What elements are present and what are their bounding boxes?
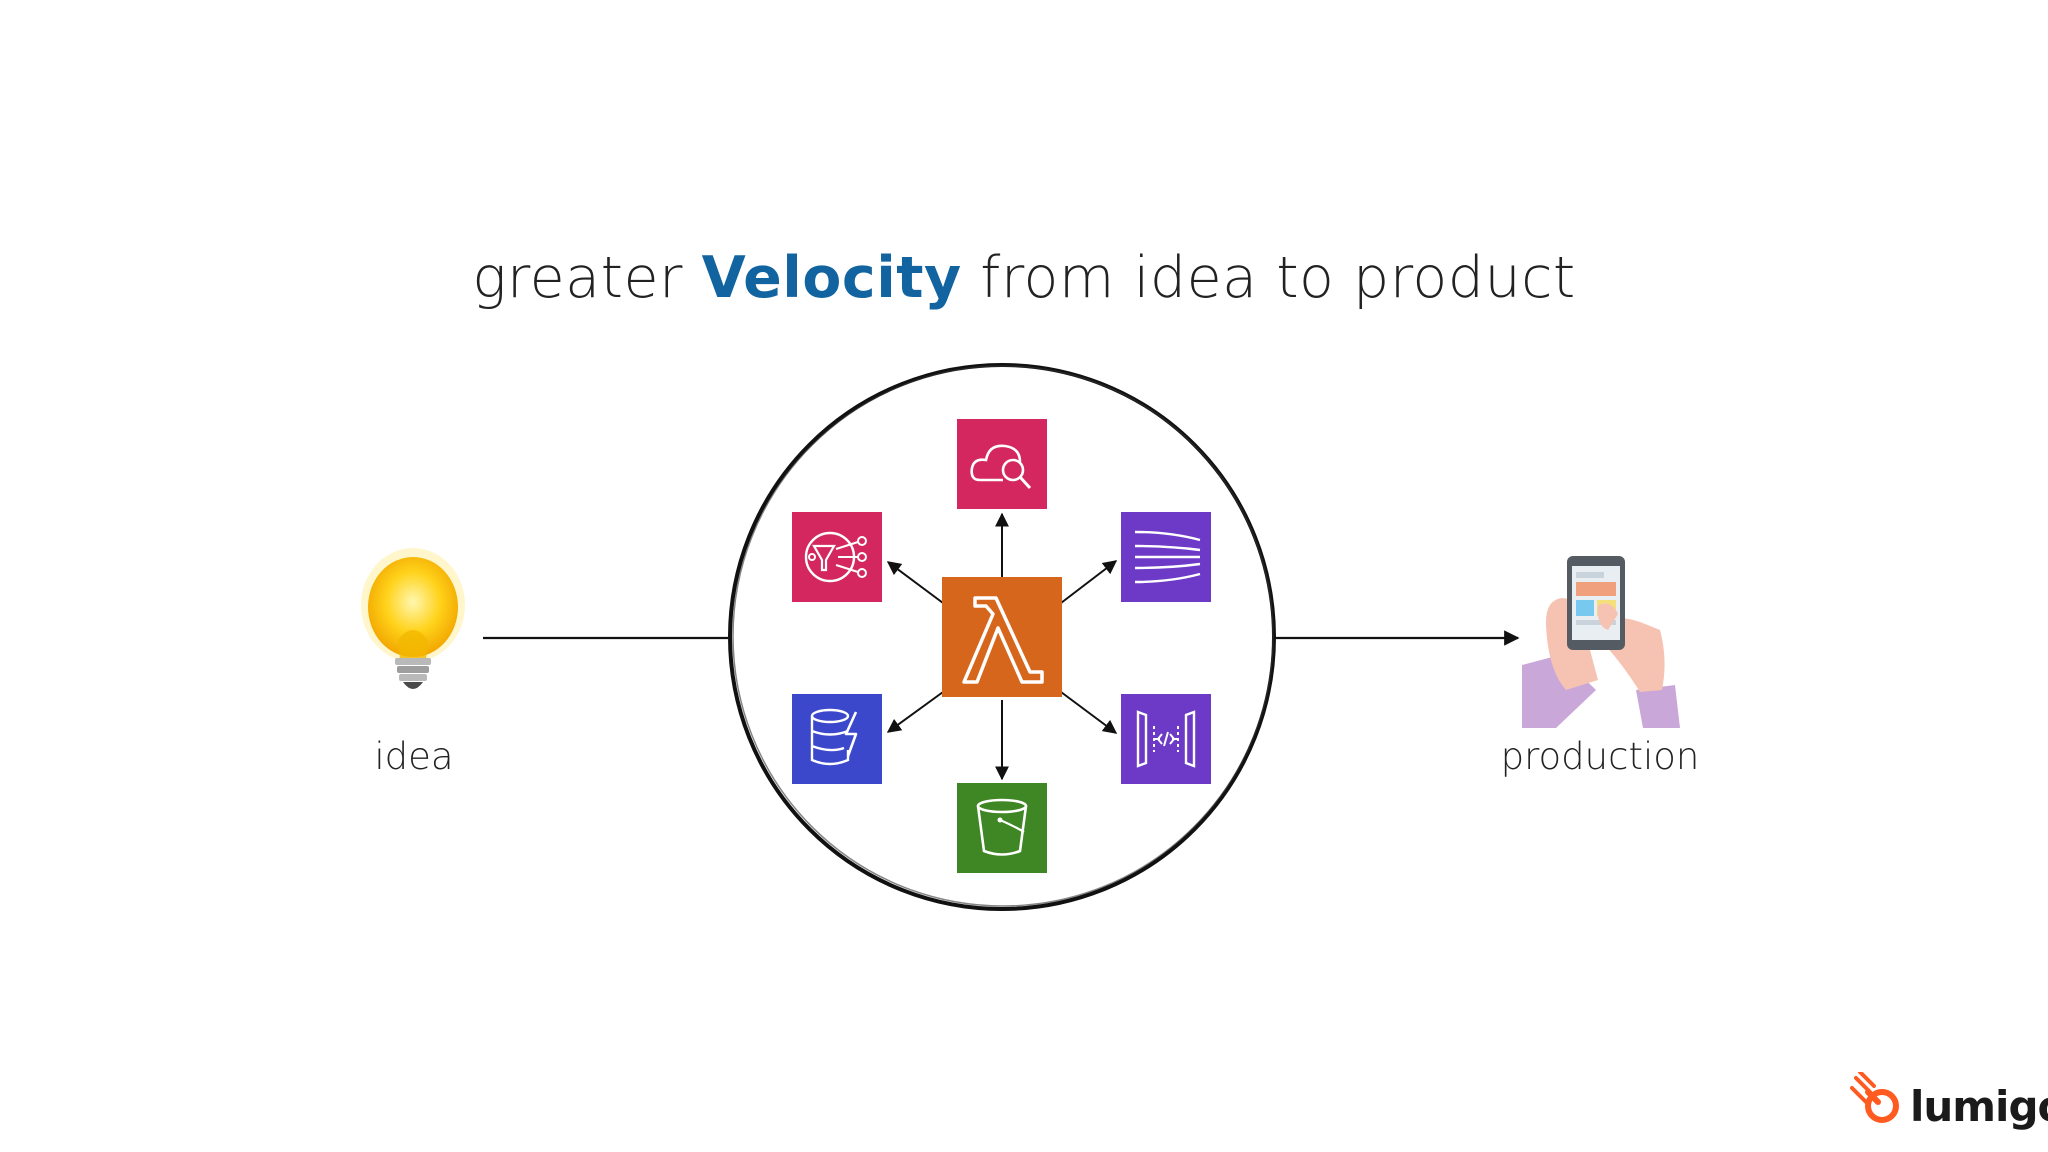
lumigo-logo-icon	[1850, 1072, 1899, 1123]
sns-icon	[792, 512, 882, 602]
cloudwatch-icon	[957, 419, 1047, 509]
service-arrows	[886, 512, 1118, 781]
lambda-icon	[942, 577, 1062, 697]
dynamodb-icon	[792, 694, 882, 784]
title-suffix: from idea to product	[980, 245, 1576, 311]
slide-title: greater Velocity from idea to product	[0, 245, 2048, 311]
idea-label: idea	[374, 735, 454, 778]
lightbulb-icon	[361, 548, 465, 689]
kinesis-icon	[1121, 512, 1211, 602]
title-prefix: greater	[472, 245, 683, 311]
lumigo-logo-text: lumigo	[1910, 1082, 2048, 1131]
title-emphasis: Velocity	[701, 245, 962, 311]
service-circle	[728, 363, 1276, 911]
s3-bucket-icon	[957, 783, 1047, 873]
production-label: production	[1500, 735, 1700, 778]
api-gateway-icon	[1121, 694, 1211, 784]
phone-in-hands-icon	[1522, 556, 1680, 728]
